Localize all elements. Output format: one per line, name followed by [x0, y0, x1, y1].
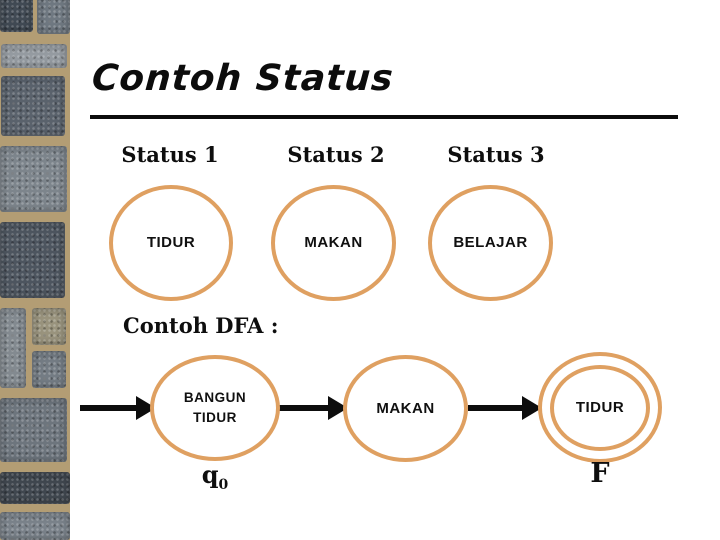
status-circle-belajar-label: BELAJAR	[453, 234, 528, 252]
stone-block	[0, 308, 26, 388]
dfa-start-line2: TIDUR	[193, 410, 237, 425]
status-circle-makan: MAKAN	[271, 185, 396, 301]
stone-block	[0, 222, 65, 298]
dfa-heading: Contoh DFA :	[123, 313, 279, 338]
status-circle-belajar: BELAJAR	[428, 185, 553, 301]
slide-title: Contoh Status	[90, 58, 396, 99]
dfa-state-makan: MAKAN	[343, 355, 468, 462]
final-state-name: F	[590, 458, 610, 489]
stone-block	[0, 398, 67, 462]
stone-block	[0, 146, 67, 212]
stone-block	[0, 0, 33, 32]
dfa-state-start-label: BANGUN TIDUR	[184, 388, 246, 427]
arrow-shaft	[80, 405, 137, 411]
stone-block	[32, 308, 66, 345]
status-circle-tidur-label: TIDUR	[146, 234, 196, 252]
status-3-heading: Status 3	[447, 142, 545, 167]
title-underline	[90, 115, 678, 119]
status-1-heading: Status 1	[121, 142, 219, 167]
stone-block	[0, 472, 70, 504]
arrow-shaft	[468, 405, 523, 411]
arrow-shaft	[276, 405, 329, 411]
dfa-state-start: BANGUN TIDUR	[150, 355, 280, 461]
start-state-name: q0	[150, 460, 280, 493]
dfa-start-line1: BANGUN	[183, 390, 247, 406]
stone-wall-texture	[0, 0, 70, 540]
dfa-state-final: TIDUR	[538, 352, 662, 463]
stone-block	[1, 76, 65, 136]
q-subscript: 0	[218, 476, 229, 493]
status-circle-makan-label: MAKAN	[304, 234, 363, 252]
arrow-head-icon	[522, 396, 542, 420]
final-state-inner-ring: TIDUR	[550, 364, 650, 451]
stone-block	[0, 512, 70, 540]
q-base: q	[201, 460, 219, 489]
stone-block	[1, 44, 67, 68]
status-circle-tidur: TIDUR	[109, 185, 233, 301]
stone-block	[37, 0, 70, 34]
dfa-state-makan-label: MAKAN	[376, 399, 435, 417]
stone-block	[32, 351, 66, 388]
status-2-heading: Status 2	[287, 142, 385, 167]
dfa-state-final-label: TIDUR	[575, 398, 625, 416]
